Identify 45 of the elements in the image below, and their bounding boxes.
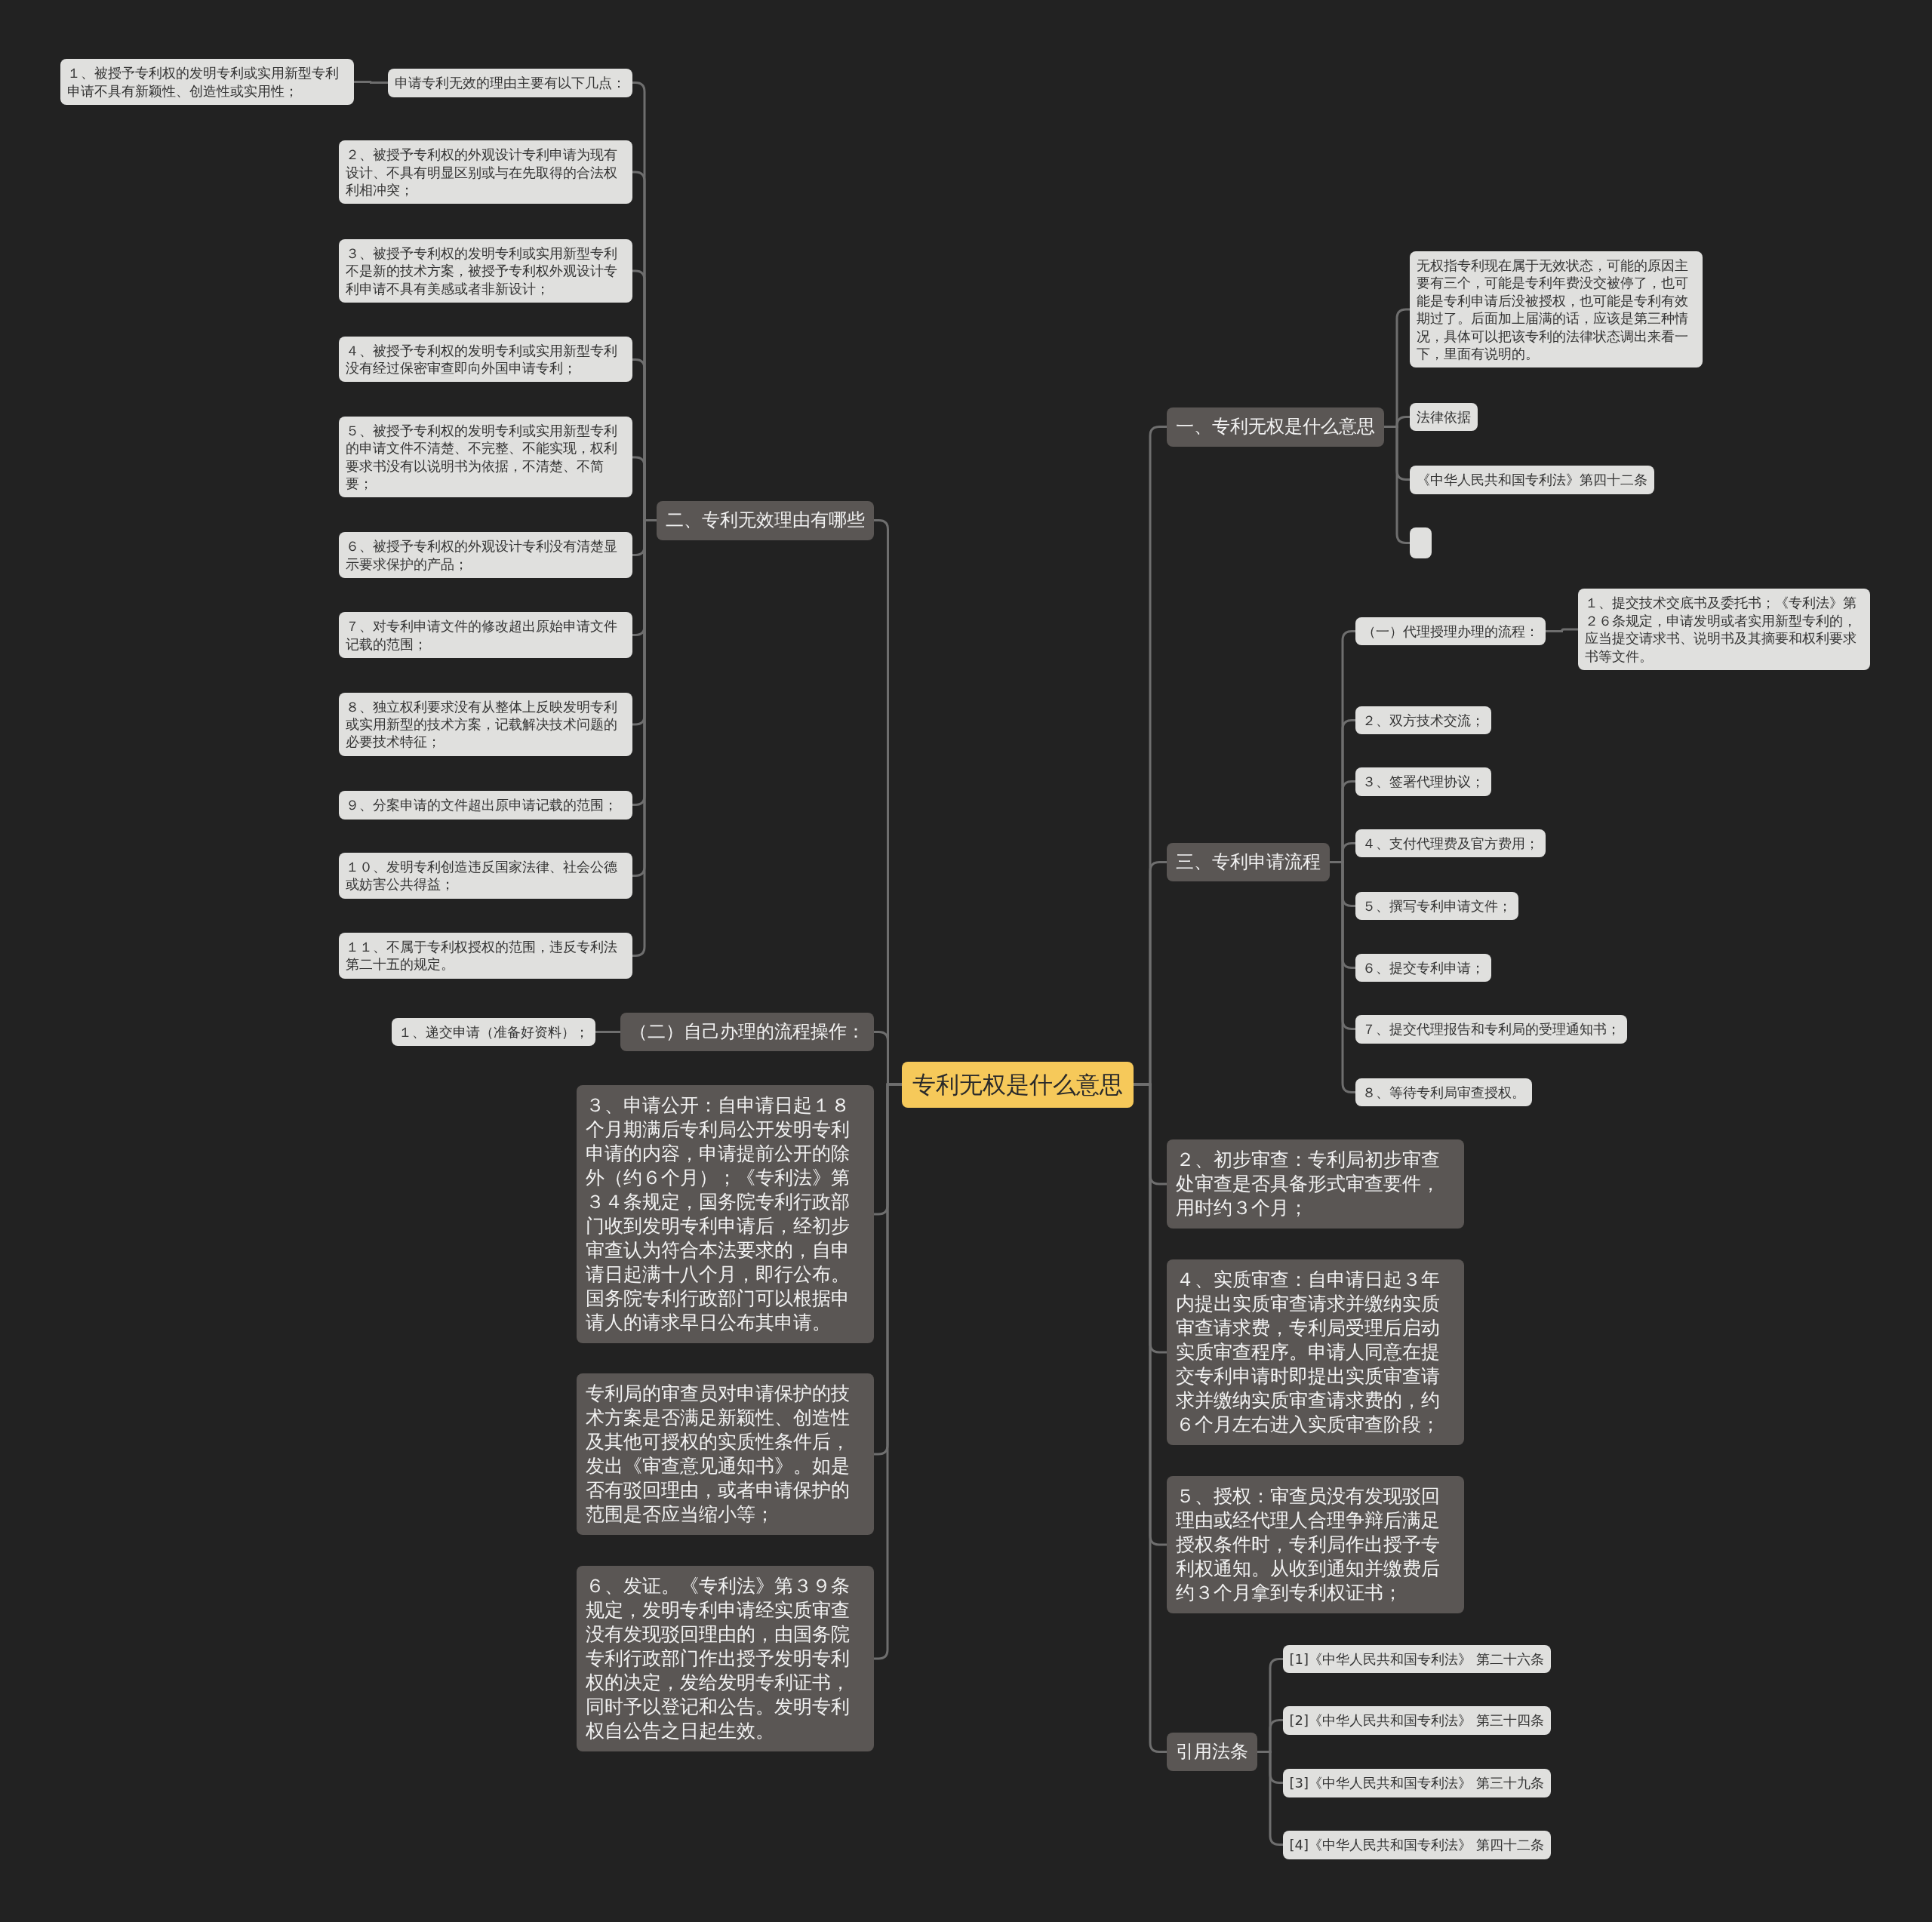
subtopic-box: [1]《中华人民共和国专利法》 第二十六条 — [1282, 1644, 1551, 1673]
branch-topic: 三、专利申请流程 — [1167, 842, 1331, 881]
topic-box: ６、发证。《专利法》第３９条规定，发明专利申请经实质审查没有发现驳回理由的，由国务院专利行政部门作出授予发明专利权的决定，发给发明专利证书，同时予以登记和公告。发明专利权自公告之日起生效。 — [577, 1566, 874, 1752]
subtopic-box: 《中华人民共和国专利法》第四十二条 — [1409, 466, 1654, 494]
connector-line — [595, 1031, 620, 1033]
subtopic-box: ５、被授予专利权的发明专利或实用新型专利的申请文件不清楚、不完整、不能实现，权利要求书没有以说明书为依据，不清楚、不简要； — [338, 416, 632, 498]
subtopic-box: 法律依据 — [1409, 402, 1478, 432]
subtopic-box: ７、对专利申请文件的修改超出原始申请文件记载的范围； — [338, 612, 632, 659]
subtopic-box: 无权指专利现在属于无效状态，可能的原因主要有三个，可能是专利年费没交被停了，也可能是专利申请后没被授权，也可能是专利有效期过了。后面加上届满的话，应该是第三种情况，具体可以把该专利的法律状态调出来看一下，里面有说明的。 — [1409, 251, 1703, 368]
subtopic-box: （一）代理授理办理的流程： — [1355, 617, 1546, 646]
topic-box: 专利局的审查员对申请保护的技术方案是否满足新颖性、创造性及其他可授权的实质性条件后，发出《审查意见通知书》。如是否有驳回理由，或者申请保护的范围是否应当缩小等； — [577, 1373, 874, 1536]
subtopic-box: ２、双方技术交流； — [1355, 706, 1491, 734]
subtopic-box: ７、提交代理报告和专利局的受理通知书； — [1355, 1015, 1627, 1044]
subtopic-box: [4]《中华人民共和国专利法》 第四十二条 — [1282, 1831, 1551, 1859]
branch-topic: 一、专利无权是什么意思 — [1167, 407, 1385, 447]
subtopic-box: [3]《中华人民共和国专利法》 第三十九条 — [1282, 1769, 1551, 1797]
subtopic-box: ５、撰写专利申请文件； — [1355, 892, 1518, 921]
subtopic-box: １、被授予专利权的发明专利或实用新型专利申请不具有新颖性、创造性或实用性； — [60, 59, 354, 106]
connector-line — [1546, 628, 1578, 632]
subtopic-box: ６、被授予专利权的外观设计专利没有清楚显示要求保护的产品； — [338, 532, 632, 579]
central-topic: 专利无权是什么意思 — [902, 1062, 1134, 1108]
subtopic-box: １０、发明专利创造违反国家法律、社会公德或妨害公共得益； — [338, 852, 632, 899]
topic-box: ２、初步审查：专利局初步审查处审查是否具备形式审查要件，用时约３个月； — [1167, 1139, 1464, 1229]
empty-box — [1409, 527, 1432, 558]
subtopic-box: 申请专利无效的理由主要有以下几点： — [387, 69, 632, 97]
subtopic-box: １１、不属于专利权授权的范围，违反专利法第二十五的规定。 — [338, 932, 632, 979]
subtopic-box: ３、签署代理协议； — [1355, 767, 1491, 796]
subtopic-box: ８、独立权利要求没有从整体上反映发明专利或实用新型的技术方案，记载解决技术问题的必要技术特征； — [338, 692, 632, 756]
subtopic-box: [2]《中华人民共和国专利法》 第三十四条 — [1282, 1706, 1551, 1735]
connector-line — [354, 81, 388, 84]
subtopic-box: ４、被授予专利权的发明专利或实用新型专利没有经过保密审查即向外国申请专利； — [338, 336, 632, 383]
topic-box: ４、实质审查：自申请日起３年内提出实质审查请求并缴纳实质审查请求费，专利局受理后启动实质审查程序。申请人同意在提交专利申请时即提出实质审查请求并缴纳实质审查请求费的，约６个月左右进入实质审查阶段； — [1167, 1259, 1464, 1445]
subtopic-box: ４、支付代理费及官方费用； — [1355, 829, 1546, 858]
branch-topic: 引用法条 — [1167, 1732, 1258, 1771]
subtopic-box: ２、被授予专利权的外观设计专利申请为现有设计、不具有明显区别或与在先取得的合法权利相冲突； — [338, 140, 632, 205]
subtopic-box: ８、等待专利局审查授权。 — [1355, 1078, 1532, 1106]
branch-topic: 二、专利无效理由有哪些 — [656, 501, 874, 540]
subtopic-box: ３、被授予专利权的发明专利或实用新型专利不是新的技术方案，被授予专利权外观设计专利申请不具有美感或者非新设计； — [338, 238, 632, 303]
subtopic-box: ９、分案申请的文件超出原申请记载的范围； — [338, 791, 632, 820]
topic-box: ３、申请公开：自申请日起１８个月期满后专利局公开发明专利申请的内容，申请提前公开的除外（约６个月）；《专利法》第３４条规定，国务院专利行政部门收到发明专利申请后，经初步审查认为符合本法要求的，自申请日起满十八个月，即行公布。国务院专利行政部门可以根据申请人的请求早日公布其申请。 — [577, 1085, 874, 1344]
topic-box: ５、授权：审查员没有发现驳回理由或经代理人合理争辩后满足授权条件时，专利局作出授予专利权通知。从收到通知并缴费后约３个月拿到专利权证书； — [1167, 1475, 1464, 1613]
branch-topic: （二）自己办理的流程操作： — [620, 1013, 874, 1052]
subtopic-box: １、递交申请（准备好资料）； — [391, 1017, 595, 1046]
subtopic-box: １、提交技术交底书及委托书；《专利法》第２６条规定，申请发明或者实用新型专利的，应当提交请求书、说明书及其摘要和权利要求书等文件。 — [1578, 589, 1871, 670]
subtopic-box: ６、提交专利申请； — [1355, 953, 1491, 983]
